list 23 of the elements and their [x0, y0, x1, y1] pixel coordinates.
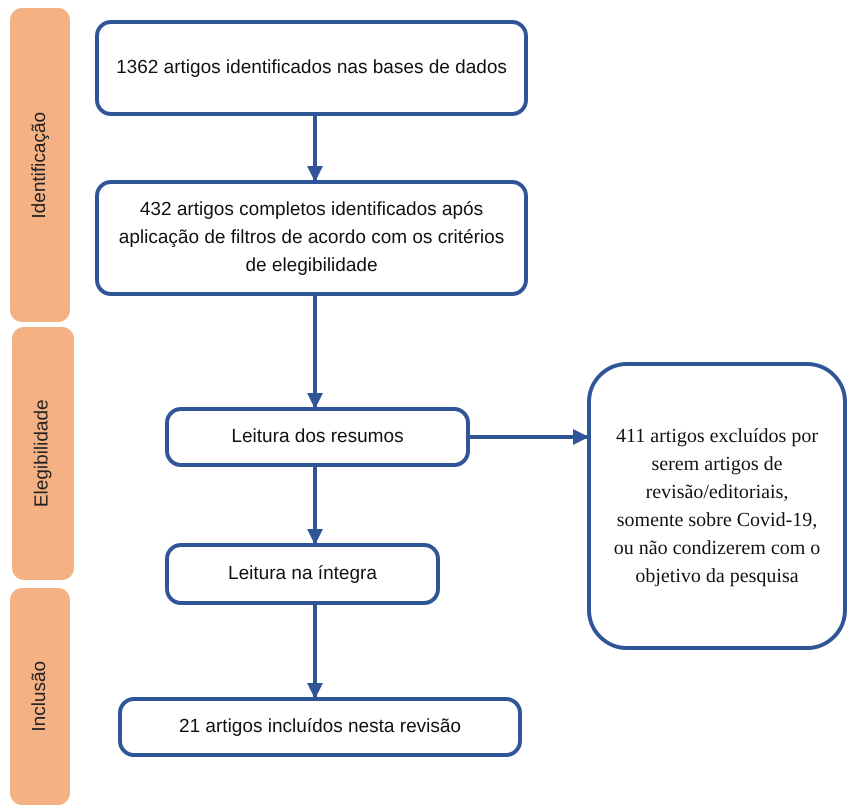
box-text: 411 artigos excluídos por serem artigos de revisão/editoriais, somente sobre Covid-19, ou não condizerem com o objetivo da pesquisa: [612, 424, 822, 589]
stage-band: [12, 327, 74, 580]
box-text: 1362 artigos identificados nas bases de dados: [116, 56, 507, 80]
arrow: [307, 605, 323, 699]
process-box: [95, 20, 528, 116]
arrow: [307, 467, 323, 545]
box-text: Leitura na íntegra: [228, 562, 377, 586]
process-box: [95, 180, 528, 296]
stage-label: Inclusão: [28, 661, 51, 732]
arrow: [307, 296, 323, 409]
stage-label: Identificação: [28, 112, 51, 218]
stage-band: [10, 588, 70, 805]
process-box: [165, 543, 440, 605]
box-text: 432 artigos completos identificados após aplicação de filtros de acordo com os critérios de elegibilidade: [118, 198, 506, 278]
box-text: 21 artigos incluídos nesta revisão: [179, 715, 461, 739]
stage-band: [10, 8, 70, 322]
process-box: [165, 407, 470, 467]
arrow: [307, 116, 323, 182]
process-box: [118, 697, 522, 757]
exclusion-box: [587, 362, 847, 650]
arrow: [470, 429, 589, 445]
stage-label: Elegibilidade: [30, 400, 54, 508]
box-text: Leitura dos resumos: [231, 425, 404, 449]
